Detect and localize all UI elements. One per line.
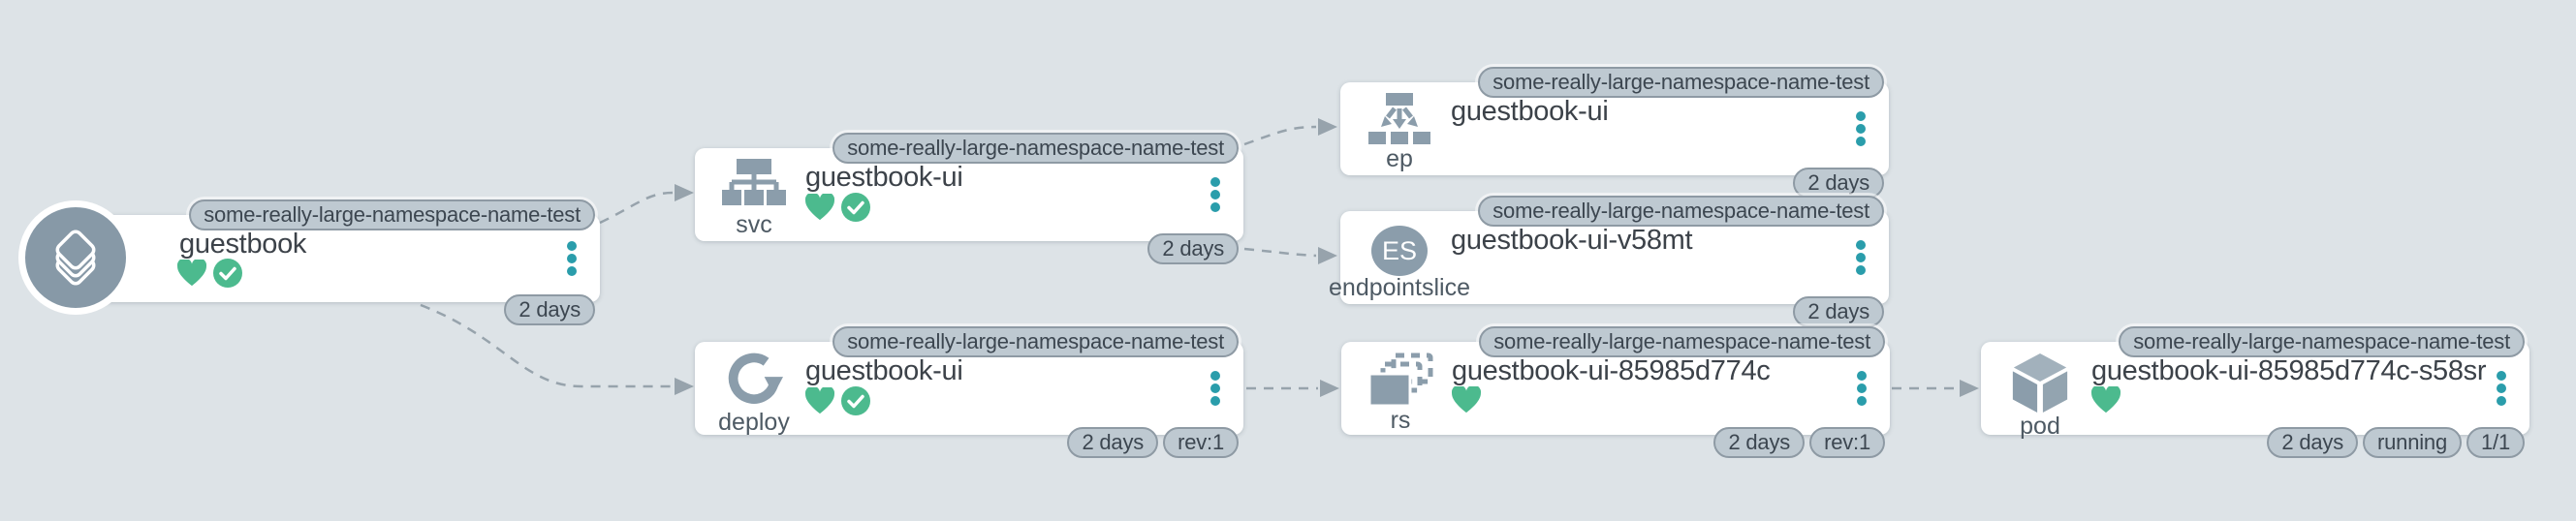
edge-arrowhead [1318,118,1337,136]
healthy-heart-icon [2091,386,2120,414]
edge-arrowhead [1320,380,1339,397]
health-status-row [177,259,242,288]
endpoints-icon [1368,93,1430,145]
age-badge: 2 days [1067,427,1159,458]
menu-dots-icon [1856,240,1866,275]
age-badge: 2 days [504,294,595,325]
edge-svc-ep [1243,125,1317,146]
node-title: guestbook [179,229,307,260]
edge-guestbook-svc [599,191,674,225]
node-deployment-guestbook-ui[interactable]: some-really-large-namespace-name-test de… [695,326,1243,458]
menu-dots-icon [1856,111,1866,146]
synced-check-icon [213,259,242,288]
node-endpoints-guestbook-ui[interactable]: some-really-large-namespace-name-test [1340,67,1889,199]
namespace-badge: some-really-large-namespace-name-test [1479,326,1885,357]
synced-check-icon [841,386,870,415]
namespace-badge: some-really-large-namespace-name-test [1478,196,1884,227]
node-endpointslice-guestbook-ui-v58mt[interactable]: some-really-large-namespace-name-test ES… [1329,196,1889,327]
health-status-row [805,386,870,415]
kind-label: deploy [718,409,790,436]
node-menu-button[interactable] [2493,367,2510,410]
health-status-row [805,193,870,222]
menu-dots-icon [1857,371,1867,406]
kind-label: svc [736,211,772,238]
deployment-icon [725,352,783,411]
synced-check-icon [841,193,870,222]
age-badge: 2 days [1147,233,1239,264]
edge-arrowhead [675,378,694,395]
node-menu-button[interactable] [1853,367,1870,410]
pod-phase-badge: running [2363,427,2463,458]
menu-dots-icon [2497,371,2506,406]
pod-icon [2010,352,2070,414]
revision-badge: rev:1 [1809,427,1885,458]
endpointslice-icon: ES [1371,226,1428,276]
node-menu-button[interactable] [1207,367,1224,410]
namespace-badge: some-really-large-namespace-name-test [1478,67,1884,98]
kind-label: pod [2020,413,2060,440]
application-icon [18,200,133,315]
node-application-guestbook[interactable]: some-really-large-namespace-name-test gu… [93,199,600,325]
ready-count-badge: 1/1 [2466,427,2525,458]
namespace-badge: some-really-large-namespace-name-test [2119,326,2525,357]
healthy-heart-icon [177,260,206,287]
menu-dots-icon [1210,371,1220,406]
kind-label: rs [1390,407,1411,434]
node-service-guestbook-ui[interactable]: some-really-large-namespace-name-test sv… [695,133,1243,264]
edge-arrowhead [1960,380,1979,397]
node-title: guestbook-ui-85985d774c-s58sr [2091,355,2487,386]
node-title: guestbook-ui-85985d774c [1452,355,1771,386]
node-menu-button[interactable] [563,237,581,280]
replicaset-icon [1367,352,1433,409]
healthy-heart-icon [805,387,834,414]
node-menu-button[interactable] [1852,236,1869,279]
menu-dots-icon [1210,177,1220,212]
node-title: guestbook-ui [805,355,963,386]
edge-arrowhead [675,184,694,201]
health-status-row [2091,386,2120,414]
age-badge: 2 days [1713,427,1806,458]
edge-arrowhead [1318,247,1337,264]
node-replicaset-guestbook-ui-85985d774c[interactable]: some-really-large-namespace-name-test rs… [1341,326,1890,458]
menu-dots-icon [567,241,577,276]
node-title: guestbook-ui [1451,96,1609,127]
revision-badge: rev:1 [1163,427,1239,458]
age-badge: 2 days [1793,168,1884,199]
service-icon [722,159,786,213]
node-title: guestbook-ui [805,162,963,193]
node-title: guestbook-ui-v58mt [1451,225,1693,256]
healthy-heart-icon [1452,386,1481,414]
kind-label: ep [1386,145,1413,172]
age-badge: 2 days [1793,296,1884,327]
node-menu-button[interactable] [1207,173,1224,216]
namespace-badge: some-really-large-namespace-name-test [189,199,595,230]
health-status-row [1452,386,1481,414]
node-pod-guestbook-ui-85985d774c-s58sr[interactable]: some-really-large-namespace-name-test po… [1981,326,2529,458]
age-badge: 2 days [2267,427,2359,458]
edge-svc-endpointslice [1243,247,1317,258]
node-menu-button[interactable] [1852,107,1869,150]
kind-label: endpointslice [1329,274,1470,301]
namespace-badge: some-really-large-namespace-name-test [832,133,1239,164]
namespace-badge: some-really-large-namespace-name-test [832,326,1239,357]
healthy-heart-icon [805,194,834,221]
